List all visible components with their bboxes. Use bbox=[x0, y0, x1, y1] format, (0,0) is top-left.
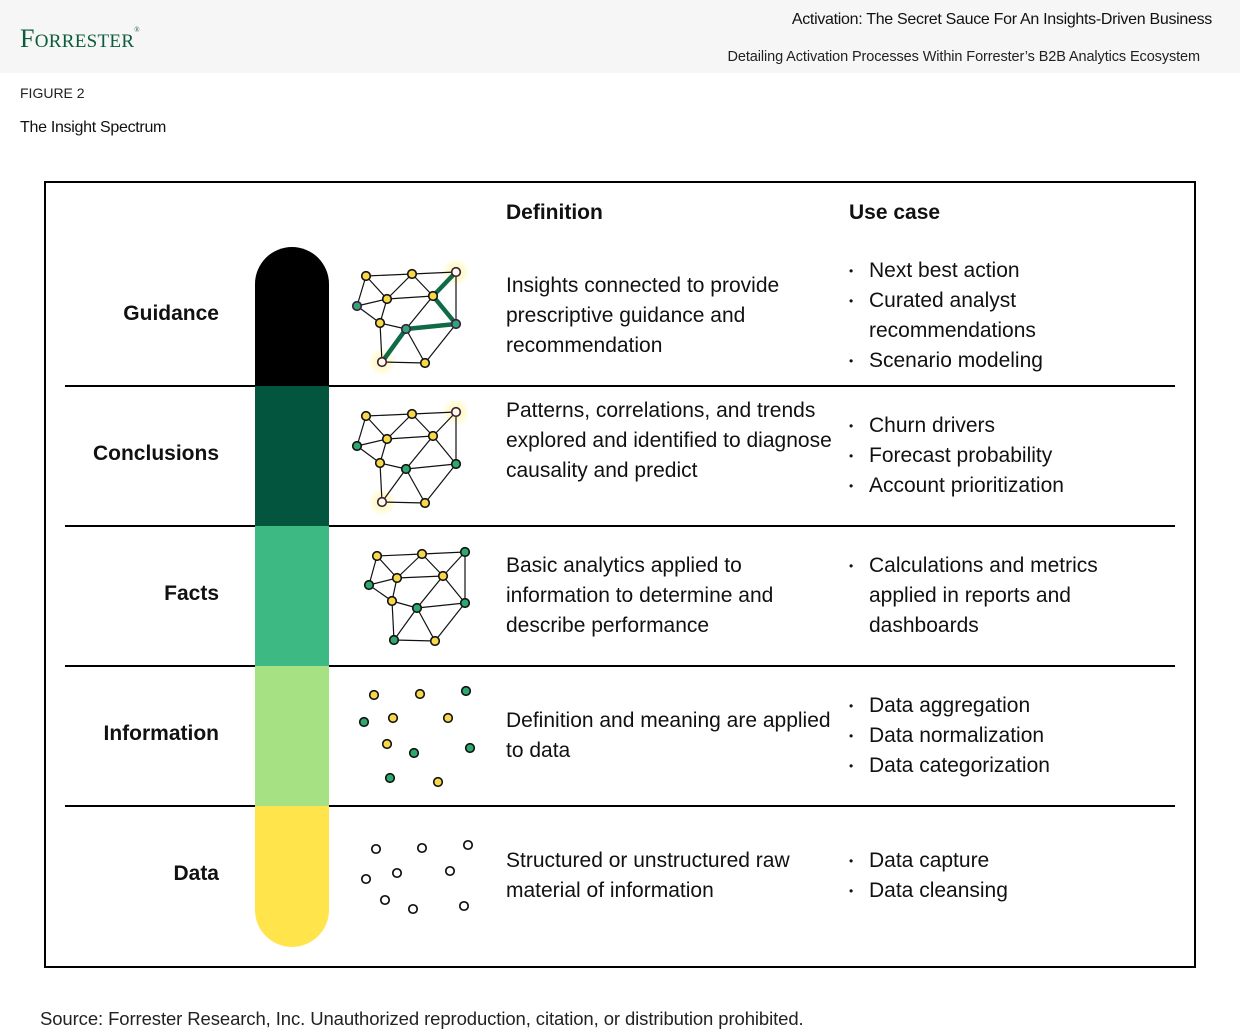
use-case-item: Data normalization bbox=[849, 721, 1169, 751]
source-note: Source: Forrester Research, Inc. Unautho… bbox=[40, 1008, 804, 1029]
row-divider bbox=[65, 665, 1175, 667]
report-title: Activation: The Secret Sauce For An Insi… bbox=[791, 11, 1212, 28]
use-case-item: Scenario modeling bbox=[849, 346, 1169, 376]
use-case-item: Curated analyst recommendations bbox=[849, 286, 1169, 346]
use-case-item: Next best action bbox=[849, 256, 1169, 286]
tier-label-information: Information bbox=[103, 722, 220, 745]
definition-data: Structured or unstructured raw material … bbox=[506, 849, 790, 902]
use-case-item: Churn drivers bbox=[849, 411, 1169, 441]
definition-facts: Basic analytics applied to information t… bbox=[506, 554, 774, 637]
spectrum-bar-conclusions bbox=[255, 386, 329, 526]
spectrum-bar-information bbox=[255, 666, 329, 806]
use-case-item: Data aggregation bbox=[849, 691, 1169, 721]
connected-network-icon bbox=[363, 546, 471, 647]
report-subtitle: Detailing Activation Processes Within Fo… bbox=[727, 49, 1201, 65]
use-case-item: Data capture bbox=[849, 846, 1169, 876]
tier-label-facts: Facts bbox=[164, 582, 219, 605]
use-case-item: Calculations and metrics applied in repo… bbox=[849, 551, 1169, 641]
colored-scattered-dots-icon bbox=[358, 685, 476, 788]
column-header-definition: Definition bbox=[506, 201, 603, 224]
row-divider bbox=[65, 385, 1175, 387]
use-case-list-facts: Calculations and metrics applied in repo… bbox=[849, 551, 1169, 641]
use-case-list-guidance: Next best action Curated analyst recomme… bbox=[849, 256, 1169, 376]
report-header bbox=[0, 0, 1240, 73]
row-divider bbox=[65, 805, 1175, 807]
figure-frame bbox=[44, 181, 1196, 968]
use-case-list-data: Data capture Data cleansing bbox=[849, 846, 1169, 906]
tier-label-guidance: Guidance bbox=[123, 302, 219, 325]
column-header-use-case: Use case bbox=[849, 201, 941, 224]
definition-conclusions: Patterns, correlations, and trends explo… bbox=[506, 399, 832, 482]
forrester-logo: FORRESTER® bbox=[20, 24, 140, 53]
definition-guidance: Insights connected to provide prescripti… bbox=[506, 274, 780, 357]
spectrum-bar-guidance bbox=[255, 247, 329, 386]
figure-title: The Insight Spectrum bbox=[20, 119, 167, 136]
use-case-list-information: Data aggregation Data normalization Data… bbox=[849, 691, 1169, 781]
use-case-item: Account prioritization bbox=[849, 471, 1169, 501]
connected-network-highlighted-endpoints-icon bbox=[351, 398, 470, 516]
use-case-item: Data cleansing bbox=[849, 876, 1169, 906]
tier-label-data: Data bbox=[173, 862, 219, 885]
empty-scattered-dots-icon bbox=[360, 839, 474, 915]
figure-number: FIGURE 2 bbox=[20, 85, 85, 101]
definition-information: Definition and meaning are applied to da… bbox=[506, 709, 831, 762]
tier-label-conclusions: Conclusions bbox=[92, 442, 219, 465]
spectrum-bar-data bbox=[255, 806, 329, 947]
use-case-list-conclusions: Churn drivers Forecast probability Accou… bbox=[849, 411, 1169, 501]
spectrum-bar-facts bbox=[255, 526, 329, 666]
use-case-item: Data categorization bbox=[849, 751, 1169, 781]
connected-network-highlighted-path-icon bbox=[351, 258, 470, 376]
row-divider bbox=[65, 525, 1175, 527]
use-case-item: Forecast probability bbox=[849, 441, 1169, 471]
